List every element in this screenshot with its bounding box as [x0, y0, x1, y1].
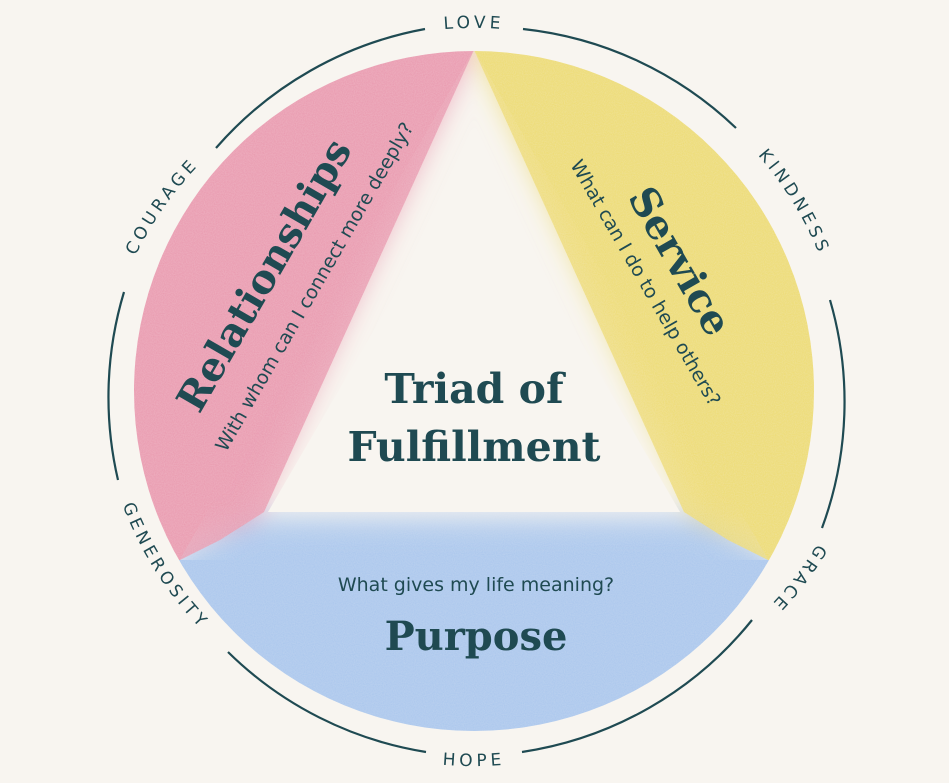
service-inner-fade [474, 51, 768, 560]
outer-ring [107, 27, 846, 754]
center-title-line2: Fulfillment [348, 423, 601, 471]
ring-word-love: LOVE [443, 13, 505, 34]
ring-word-hope: HOPE [442, 750, 506, 771]
center-triangle [268, 158, 680, 512]
center-title-line1: Triad of [384, 365, 566, 413]
relationships-inner-fade [180, 51, 474, 560]
purpose-title: Purpose [385, 613, 568, 660]
ring-word-grace: GRACE [766, 541, 830, 616]
purpose-question: What gives my life meaning? [338, 574, 614, 596]
